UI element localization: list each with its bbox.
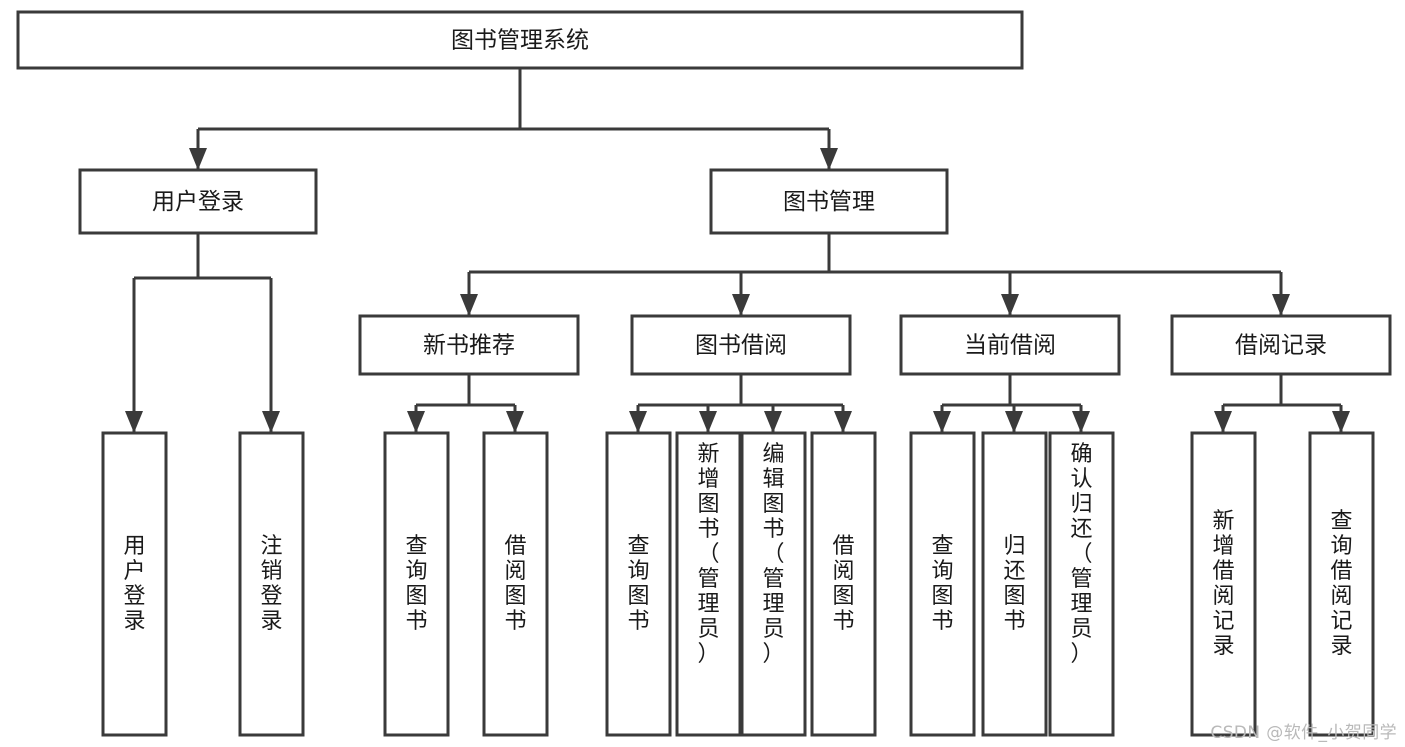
arrow-head-icon: [764, 411, 782, 433]
node-leaf-9-label: 归还图书: [1003, 534, 1025, 634]
arrow-head-icon: [262, 411, 280, 433]
arrow-head-icon: [460, 294, 478, 316]
node-level1-0-label: 用户登录: [152, 189, 244, 215]
node-leaf-3-label: 借阅图书: [504, 534, 526, 634]
node-leaf-12-label: 查询借阅记录: [1330, 509, 1352, 659]
arrow-head-icon: [1332, 411, 1350, 433]
node-leaf-6-box[interactable]: [740, 431, 807, 737]
node-level1-1-label: 图书管理: [783, 189, 875, 215]
arrow-head-icon: [834, 411, 852, 433]
node-leaf-8-label: 查询图书: [931, 534, 953, 634]
node-level2-2-box[interactable]: [899, 314, 1121, 376]
arrow-head-icon: [1214, 411, 1232, 433]
watermark-label: CSDN @软件_小贺同学: [1210, 723, 1397, 743]
connectors-layer: [125, 68, 1350, 433]
node-leaf-5-label: 新增图书（管理员）: [697, 442, 719, 667]
arrow-head-icon: [407, 411, 425, 433]
node-level2-0-box[interactable]: [358, 314, 580, 376]
node-leaf-11-box[interactable]: [1190, 431, 1257, 737]
arrow-head-icon: [506, 411, 524, 433]
node-leaf-4-box[interactable]: [605, 431, 672, 737]
node-level2-2-label: 当前借阅: [964, 333, 1056, 359]
node-level1-0-box[interactable]: [78, 168, 318, 235]
node-leaf-6-label: 编辑图书（管理员）: [762, 442, 784, 667]
node-level2-1-label: 图书借阅: [695, 333, 787, 359]
node-level2-3-label: 借阅记录: [1235, 333, 1327, 359]
nodes-layer: 图书管理系统用户登录图书管理新书推荐图书借阅当前借阅借阅记录用户登录注销登录查询…: [16, 10, 1392, 737]
node-leaf-1-label: 注销登录: [260, 534, 282, 634]
arrow-head-icon: [699, 411, 717, 433]
node-leaf-9-box[interactable]: [981, 431, 1048, 737]
arrow-head-icon: [820, 148, 838, 170]
arrow-head-icon: [1272, 294, 1290, 316]
node-leaf-12-box[interactable]: [1308, 431, 1375, 737]
arrow-head-icon: [629, 411, 647, 433]
node-leaf-10-label: 确认归还（管理员）: [1070, 442, 1092, 667]
node-leaf-10-box[interactable]: [1048, 431, 1115, 737]
node-level1-1-box[interactable]: [709, 168, 949, 235]
node-leaf-7-box[interactable]: [810, 431, 877, 737]
node-leaf-3-box[interactable]: [482, 431, 549, 737]
arrow-head-icon: [189, 148, 207, 170]
node-leaf-0-label: 用户登录: [123, 534, 145, 634]
arrow-head-icon: [125, 411, 143, 433]
arrow-head-icon: [1005, 411, 1023, 433]
arrow-head-icon: [933, 411, 951, 433]
node-leaf-4-label: 查询图书: [627, 534, 649, 634]
node-leaf-7-label: 借阅图书: [832, 534, 854, 634]
arrow-head-icon: [1072, 411, 1090, 433]
node-leaf-0-box[interactable]: [101, 431, 168, 737]
node-leaf-2-label: 查询图书: [405, 534, 427, 634]
node-leaf-5-box[interactable]: [675, 431, 742, 737]
arrow-head-icon: [732, 294, 750, 316]
node-leaf-1-box[interactable]: [238, 431, 305, 737]
node-leaf-2-box[interactable]: [383, 431, 450, 737]
node-root-label: 图书管理系统: [451, 28, 589, 54]
node-level2-1-box[interactable]: [630, 314, 852, 376]
node-leaf-8-box[interactable]: [909, 431, 976, 737]
arrow-head-icon: [1001, 294, 1019, 316]
node-level2-0-label: 新书推荐: [423, 333, 515, 359]
node-root-box[interactable]: [16, 10, 1024, 70]
node-level2-3-box[interactable]: [1170, 314, 1392, 376]
node-leaf-11-label: 新增借阅记录: [1212, 509, 1234, 659]
